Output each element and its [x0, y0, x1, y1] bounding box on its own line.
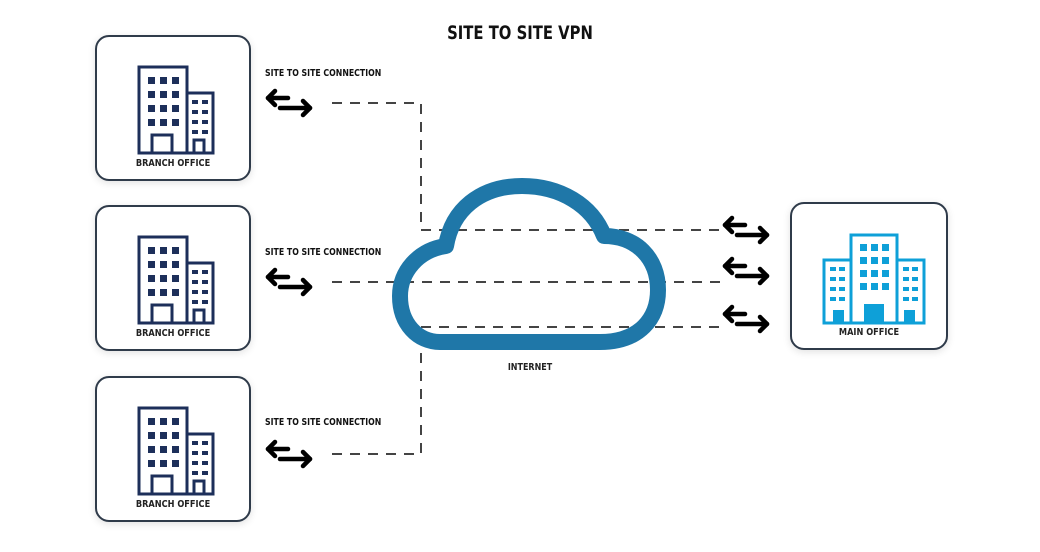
- diagram-title: SITE TO SITE VPN: [447, 22, 593, 44]
- office-building-icon: [137, 65, 215, 155]
- cloud-icon: [392, 178, 666, 350]
- branch-office-label: BRANCH OFFICE: [135, 328, 211, 339]
- branch-office-1[interactable]: BRANCH OFFICE: [95, 35, 251, 181]
- bidirectional-arrow-icon: [265, 439, 313, 469]
- bidirectional-arrow-icon: [265, 88, 313, 118]
- connection-label-2: SITE TO SITE CONNECTION: [265, 247, 382, 258]
- connection-label-3: SITE TO SITE CONNECTION: [265, 417, 382, 428]
- dashed-line-branch-3: [332, 326, 722, 455]
- bidirectional-arrow-icon: [265, 267, 313, 297]
- bidirectional-arrow-icon: [722, 256, 770, 286]
- bidirectional-arrow-icon: [722, 304, 770, 334]
- branch-office-2[interactable]: BRANCH OFFICE: [95, 205, 251, 351]
- office-building-icon: [137, 406, 215, 496]
- internet-label: INTERNET: [507, 362, 553, 373]
- headquarters-building-icon: [822, 233, 926, 325]
- branch-office-label: BRANCH OFFICE: [135, 499, 211, 510]
- connection-label-1: SITE TO SITE CONNECTION: [265, 68, 382, 79]
- branch-office-3[interactable]: BRANCH OFFICE: [95, 376, 251, 522]
- main-office-label: MAIN OFFICE: [838, 327, 900, 338]
- dashed-line-branch-1: [332, 102, 722, 231]
- branch-office-label: BRANCH OFFICE: [135, 158, 211, 169]
- bidirectional-arrow-icon: [722, 215, 770, 245]
- main-office[interactable]: MAIN OFFICE: [790, 202, 948, 350]
- office-building-icon: [137, 235, 215, 325]
